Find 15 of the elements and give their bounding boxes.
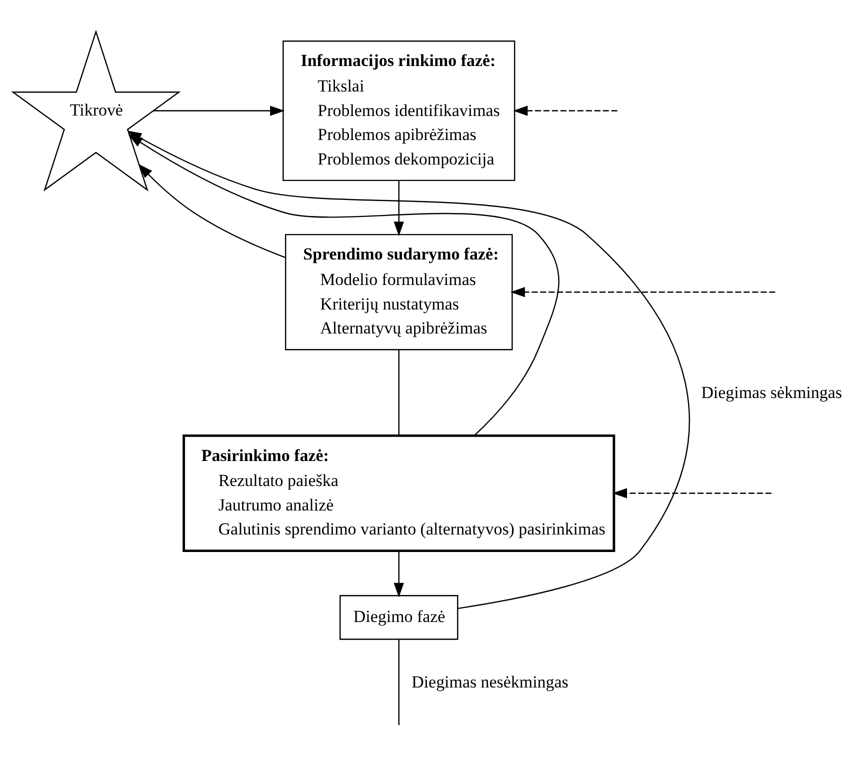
connector — [398, 639, 400, 725]
node-box: Sprendimo sudarymo fazė: Modelio formulavimas Kriterijų nustatymas Alternatyvų apibrėžimas — [284, 233, 513, 350]
edge-label: Diegimas sėkmingas — [701, 382, 842, 402]
arrow — [513, 105, 618, 116]
arrow — [510, 286, 776, 297]
arrow — [138, 163, 286, 258]
edge-label: Diegimas nesėkmingas — [412, 672, 568, 691]
node-box: Diegimo fazė — [340, 594, 458, 640]
node-box: Informacijos rinkimo fazė: Tikslai Problemos identifikavimas Problemos apibrėžimas Problemos dekompozicija — [282, 40, 516, 181]
connector — [398, 349, 400, 435]
arrow — [612, 488, 772, 498]
node-box: Pasirinkimo fazė: Rezultato paieška Jautrumo analizė Galutinis sprendimo varianto (alternatyvos) pasirinkimas — [182, 434, 616, 552]
arrow — [153, 105, 285, 116]
arrow — [394, 180, 404, 236]
arrow — [394, 550, 404, 597]
